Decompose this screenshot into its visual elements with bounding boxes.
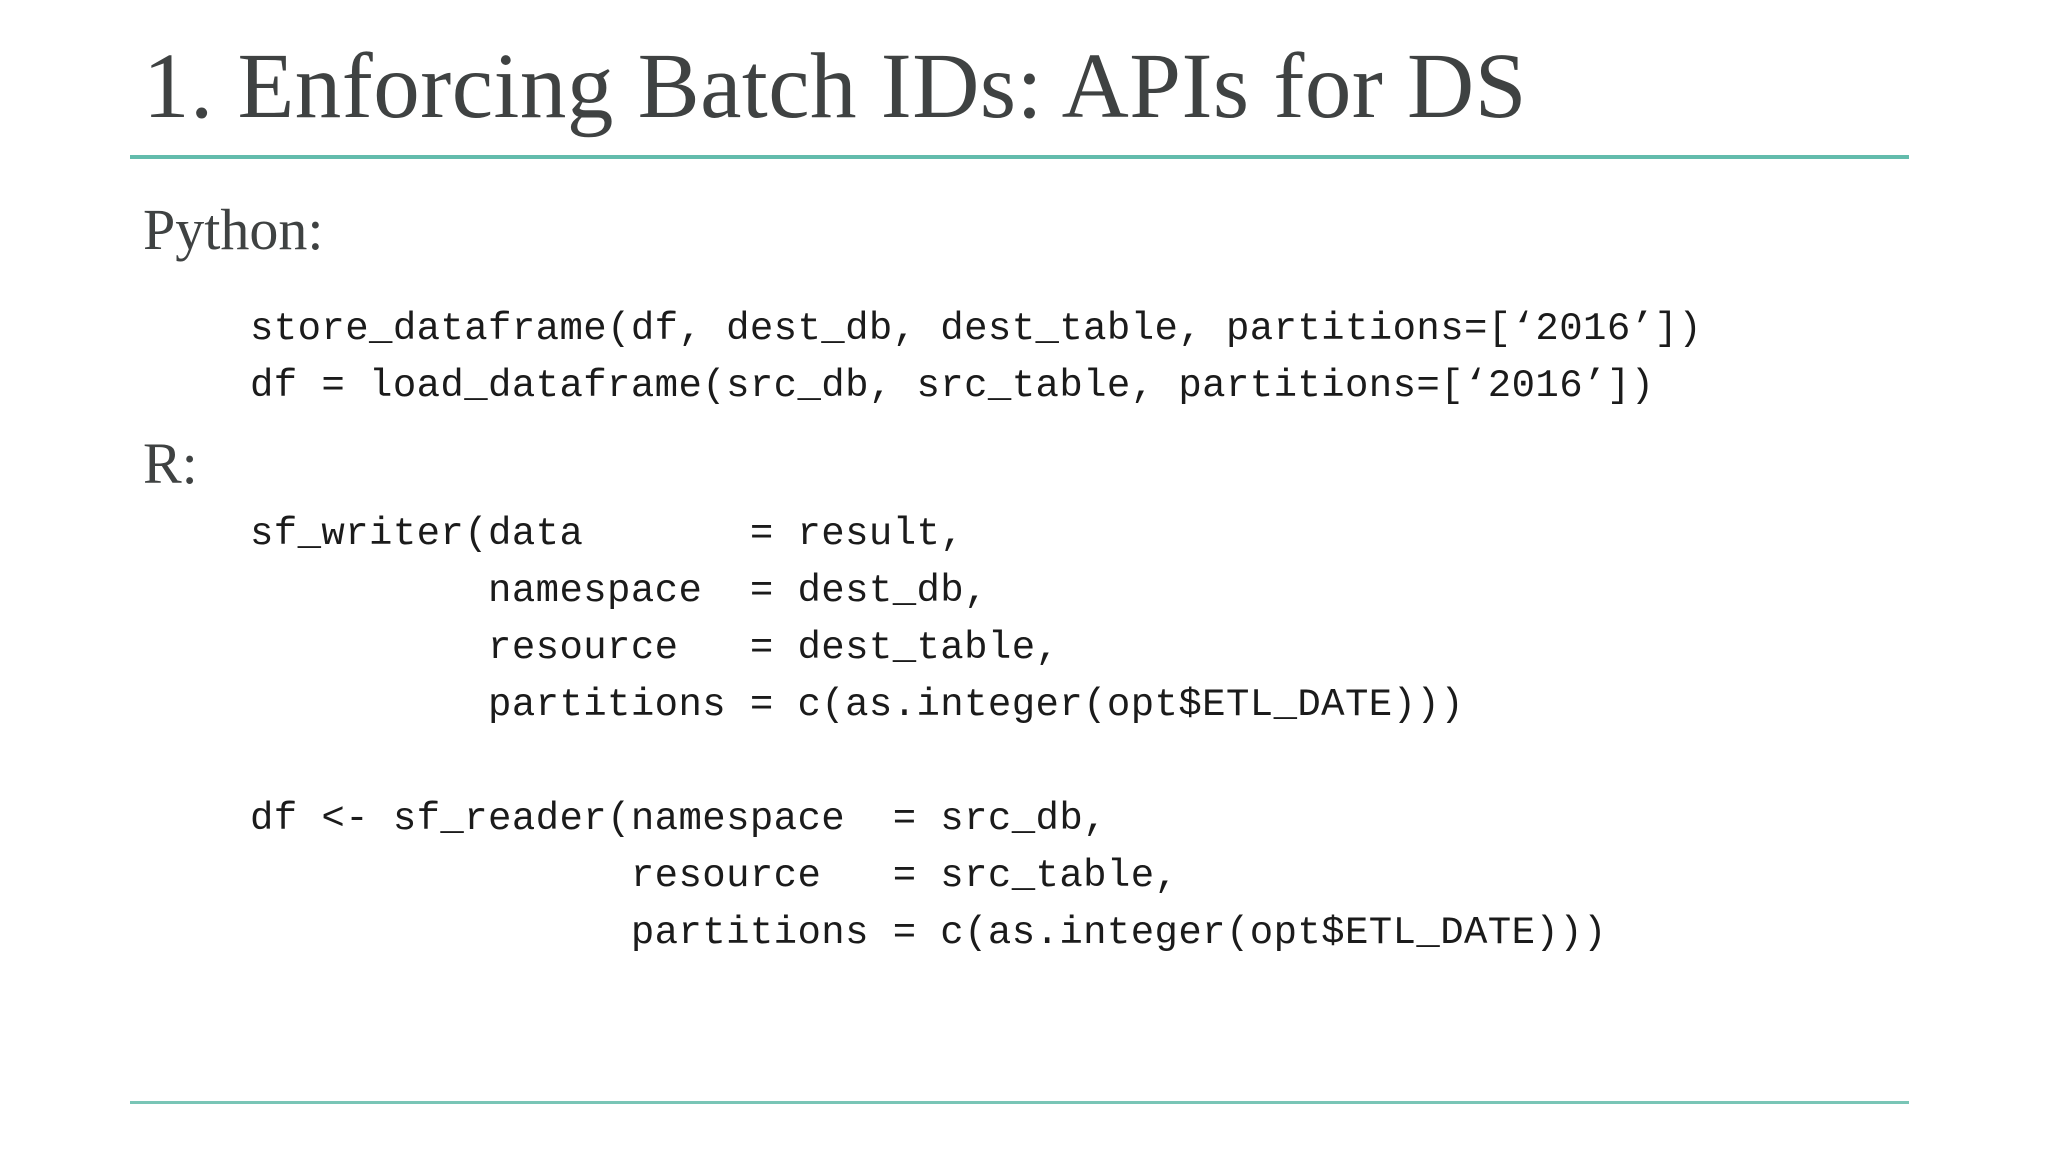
r-code-block: sf_writer(data = result, namespace = des… xyxy=(250,512,1607,955)
title-underline-rule xyxy=(130,155,1909,159)
python-section-label: Python: xyxy=(143,197,324,262)
python-code-block: store_dataframe(df, dest_db, dest_table,… xyxy=(250,307,1703,408)
slide-title: 1. Enforcing Batch IDs: APIs for DS xyxy=(143,35,1527,138)
footer-rule xyxy=(130,1101,1909,1104)
r-section-label: R: xyxy=(143,431,198,496)
